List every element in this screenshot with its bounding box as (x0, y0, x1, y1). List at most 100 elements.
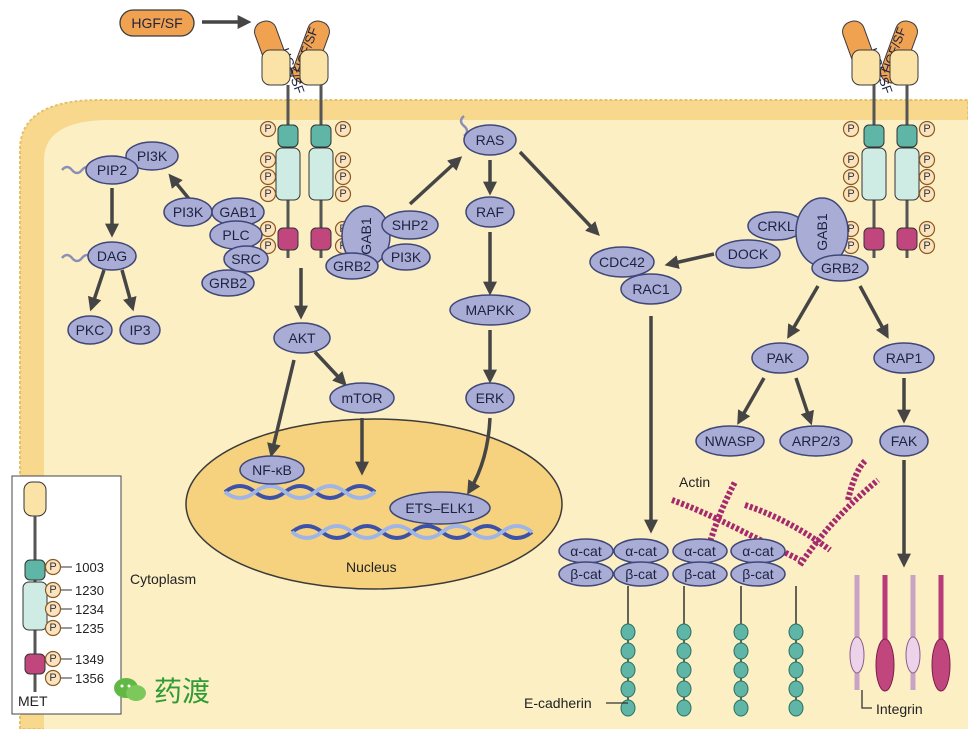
node-label: RAP1 (886, 350, 923, 366)
legend-phosphate (44, 581, 62, 599)
node-label: GAB1 (814, 213, 830, 251)
node-label: RAC1 (632, 281, 670, 297)
beta-catenin-3: β-cat (672, 561, 728, 587)
met-receptor-left: HGF/SF HGF/SF (254, 20, 334, 258)
met-legend-label: MET (18, 693, 48, 709)
beta-catenin-2: β-cat (613, 561, 669, 587)
met-site-label: 1003 (75, 560, 104, 575)
node-pip2: PIP2 (85, 155, 139, 185)
node-label: PLC (222, 227, 249, 243)
node-pak: PAK (751, 342, 809, 374)
lipid-anchor-dag (61, 253, 93, 263)
phosphate-label: P (923, 123, 930, 135)
node-label: GRB2 (333, 258, 371, 274)
met-site-label: 1230 (75, 583, 104, 598)
cadherin-domain (733, 661, 749, 679)
phosphate-label: P (264, 240, 271, 252)
node-fak: FAK (879, 425, 929, 457)
beta-catenin-1: β-cat (558, 561, 614, 587)
node-label: mTOR (342, 390, 383, 406)
phosphate-circle (259, 168, 277, 186)
node-raf: RAF (465, 196, 515, 228)
phosphate-label: P (923, 240, 930, 252)
node-label: NF-κB (252, 462, 292, 478)
phosphate-label: P (339, 154, 346, 166)
node-label: SHP2 (392, 217, 429, 233)
phosphate-label: P (339, 171, 346, 183)
cadherin-domain (620, 680, 636, 698)
phosphate-label: P (264, 154, 271, 166)
watermark: 药渡 (112, 670, 210, 710)
legend-phosphate (44, 600, 62, 618)
svg-text:α-cat: α-cat (570, 543, 602, 559)
node-label: PI3K (173, 204, 204, 220)
legend-phosphate (44, 669, 62, 687)
cadherin-domain (620, 623, 636, 641)
svg-text:P: P (49, 622, 56, 634)
node-rap1: RAP1 (873, 342, 935, 374)
legend-phosphate (44, 619, 62, 637)
phosphate-circle (918, 185, 936, 203)
cadherin-domain (788, 661, 804, 679)
phosphate-circle (918, 120, 936, 138)
phosphate-circle (842, 120, 860, 138)
phosphate-circle (918, 168, 936, 186)
phosphate-label: P (339, 188, 346, 200)
legend-phosphate (44, 558, 62, 576)
node-grb2-mid: GRB2 (325, 252, 379, 280)
phosphate-circle (259, 185, 277, 203)
phosphate-label: P (264, 188, 271, 200)
actin-label: Actin (679, 474, 710, 490)
node-grb2-left: GRB2 (201, 269, 255, 297)
phosphate-circle (334, 168, 352, 186)
met-site-label: 1234 (75, 602, 104, 617)
node-label: GRB2 (209, 275, 247, 291)
met-legend: MET (11, 475, 122, 715)
svg-text:P: P (49, 561, 56, 573)
node-ip3: IP3 (119, 315, 161, 345)
node-mapkk: MAPKK (449, 294, 531, 326)
node-label: GAB1 (219, 204, 257, 220)
node-label: CRKL (757, 218, 795, 234)
cadherin-domain (733, 699, 749, 717)
alpha-catenin-2: α-cat (613, 538, 669, 564)
node-cdc42: CDC42 (589, 246, 655, 278)
actin-filaments (670, 457, 880, 567)
node-label: PIP2 (97, 162, 128, 178)
phosphate-circle (259, 120, 277, 138)
integrin-label: Integrin (876, 701, 923, 717)
hgf-ligand: HGF/SF (119, 9, 195, 37)
svg-text:β-cat: β-cat (570, 566, 602, 582)
node-label: CDC42 (599, 254, 645, 270)
phosphate-circle (842, 168, 860, 186)
node-nwasp: NWASP (695, 425, 765, 457)
node-label: DAG (97, 248, 127, 264)
cadherin-domain (676, 661, 692, 679)
cadherin-domain (733, 642, 749, 660)
node-label: SRC (231, 251, 261, 267)
phosphate-label: P (339, 123, 346, 135)
pathway-arrows (88, 150, 911, 568)
beta-catenin-4: β-cat (730, 561, 786, 587)
node-gab1-left: GAB1 (211, 197, 265, 227)
phosphate-circle (842, 151, 860, 169)
node-gab1-mid: GAB1 (341, 205, 391, 267)
svg-text:β-cat: β-cat (742, 566, 774, 582)
legend-phosphate (44, 650, 62, 668)
node-label: MAPKK (465, 302, 515, 318)
wechat-icon (114, 678, 146, 701)
cadherin-domain (620, 661, 636, 679)
phosphate-circle (334, 120, 352, 138)
phosphate-label: P (847, 240, 854, 252)
phosphate-label: P (923, 154, 930, 166)
node-label: ETS–ELK1 (405, 500, 474, 516)
node-src: SRC (223, 245, 269, 273)
phosphate-circle (259, 237, 277, 255)
phosphate-label: P (264, 171, 271, 183)
dna-strand-right (290, 524, 534, 540)
svg-text:α-cat: α-cat (684, 543, 716, 559)
cytoplasm-label: Cytoplasm (130, 571, 196, 587)
node-label: RAS (476, 132, 505, 148)
